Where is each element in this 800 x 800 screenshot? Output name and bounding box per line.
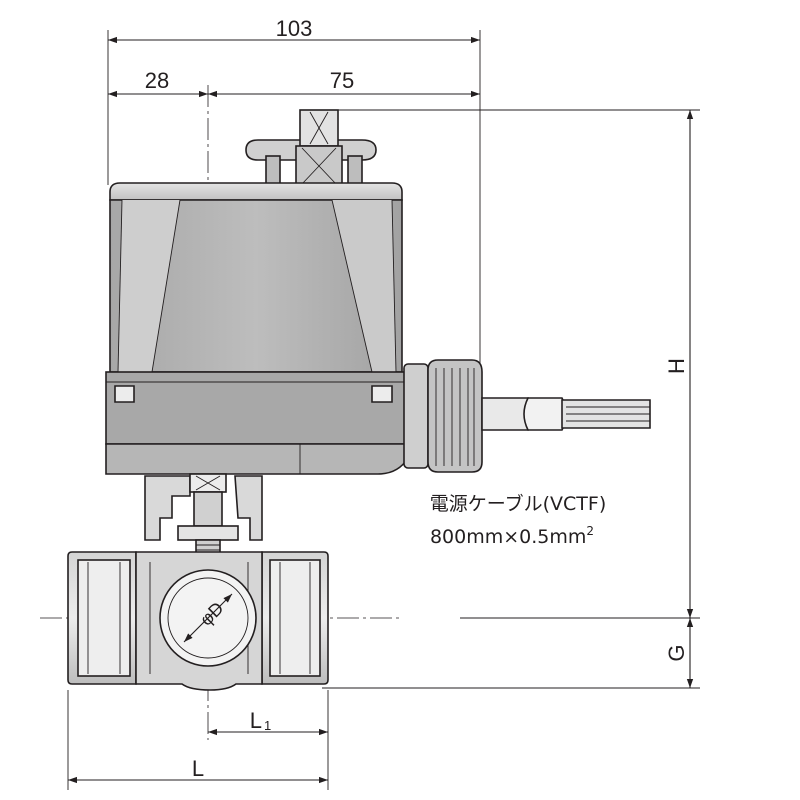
- label-half-length-sub: 1: [264, 718, 271, 733]
- manual-handle: [245, 109, 377, 187]
- cable-gland: [403, 359, 483, 473]
- label-left-offset: 28: [145, 68, 169, 93]
- actuator: [105, 109, 483, 475]
- cable-spec-sup: 2: [586, 524, 594, 538]
- label-half-length: L: [250, 708, 262, 733]
- label-length: L: [192, 756, 204, 781]
- stem-bracket: [144, 473, 263, 563]
- label-g: G: [664, 644, 689, 661]
- cable-name: 電源ケーブル(VCTF): [430, 492, 607, 515]
- dimension-lines: [68, 36, 694, 784]
- cable-spec-main: 800mm×0.5mm: [430, 526, 586, 548]
- label-height: H: [664, 358, 689, 374]
- valve-body: [67, 551, 329, 691]
- power-cable: [481, 397, 651, 431]
- cable-annotation: 電源ケーブル(VCTF) 800mm×0.5mm2: [430, 492, 607, 548]
- label-overall-width: 103: [276, 16, 313, 41]
- label-right-offset: 75: [330, 68, 354, 93]
- cable-spec: 800mm×0.5mm2: [430, 524, 594, 548]
- extension-lines: [67, 30, 700, 790]
